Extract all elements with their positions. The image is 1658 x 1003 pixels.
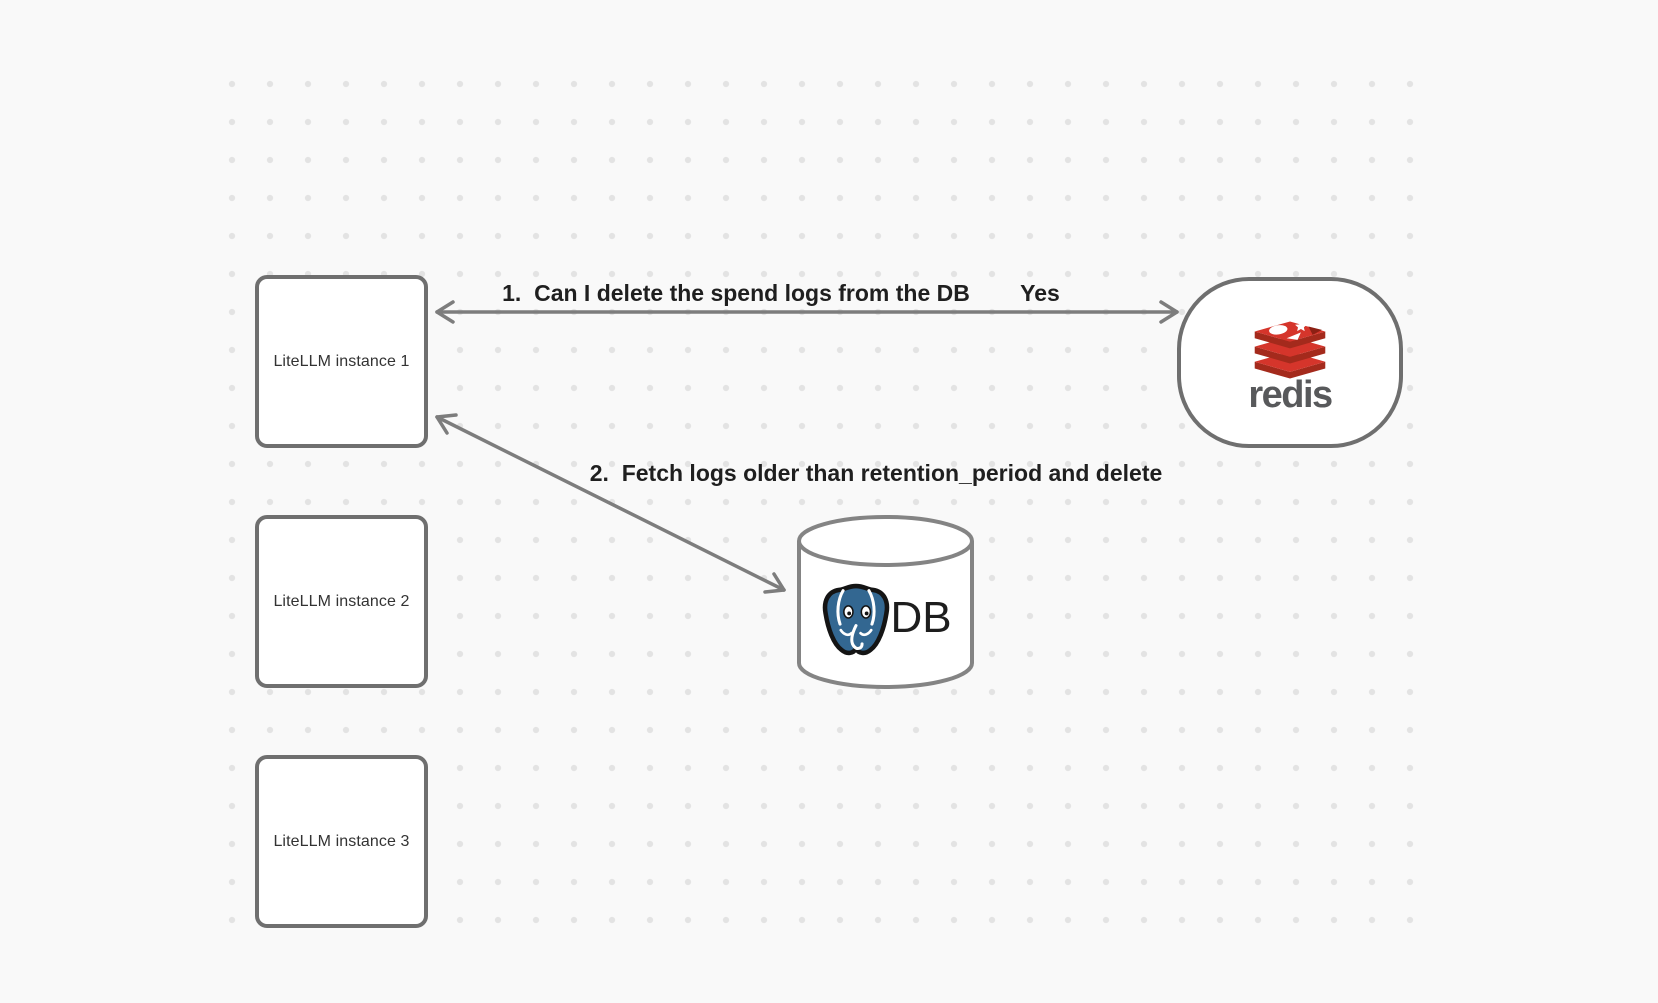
redis-circle-shape (1269, 324, 1288, 335)
redis-triangle-shape (1286, 331, 1301, 340)
litellm-instance-3-node: LiteLLM instance 3 (255, 755, 428, 928)
arrowhead-right-icon (1159, 300, 1179, 324)
litellm-instance-2-node: LiteLLM instance 2 (255, 515, 428, 688)
arrow-2-label: 2. Fetch logs older than retention_perio… (589, 460, 1163, 487)
litellm-instance-1-label: LiteLLM instance 1 (273, 352, 410, 370)
redis-wordmark: redis (1248, 373, 1333, 416)
litellm-instance-2-label: LiteLLM instance 2 (273, 592, 410, 610)
db-content: DB (800, 570, 970, 665)
litellm-instance-3-label: LiteLLM instance 3 (273, 832, 410, 850)
db-label: DB (890, 592, 952, 642)
redis-star-shape (1295, 320, 1307, 331)
postgresql-logo-icon (823, 583, 890, 655)
arrow-2 (435, 413, 786, 594)
arrow-1-label: 1. Can I delete the spend logs from the … (502, 280, 970, 307)
arrow-1-answer-label: Yes (1020, 280, 1060, 307)
redis-node: redis (1177, 277, 1403, 448)
arrow-1 (435, 300, 1179, 324)
arrowhead-downright-icon (763, 572, 786, 594)
cylinder-top (797, 515, 974, 567)
arrowhead-upleft-icon (435, 413, 458, 435)
litellm-instance-1-node: LiteLLM instance 1 (255, 275, 428, 448)
redis-dark-triangle-shape (1308, 325, 1322, 335)
arrowhead-left-icon (435, 300, 455, 324)
redis-logo-icon (1254, 320, 1326, 379)
